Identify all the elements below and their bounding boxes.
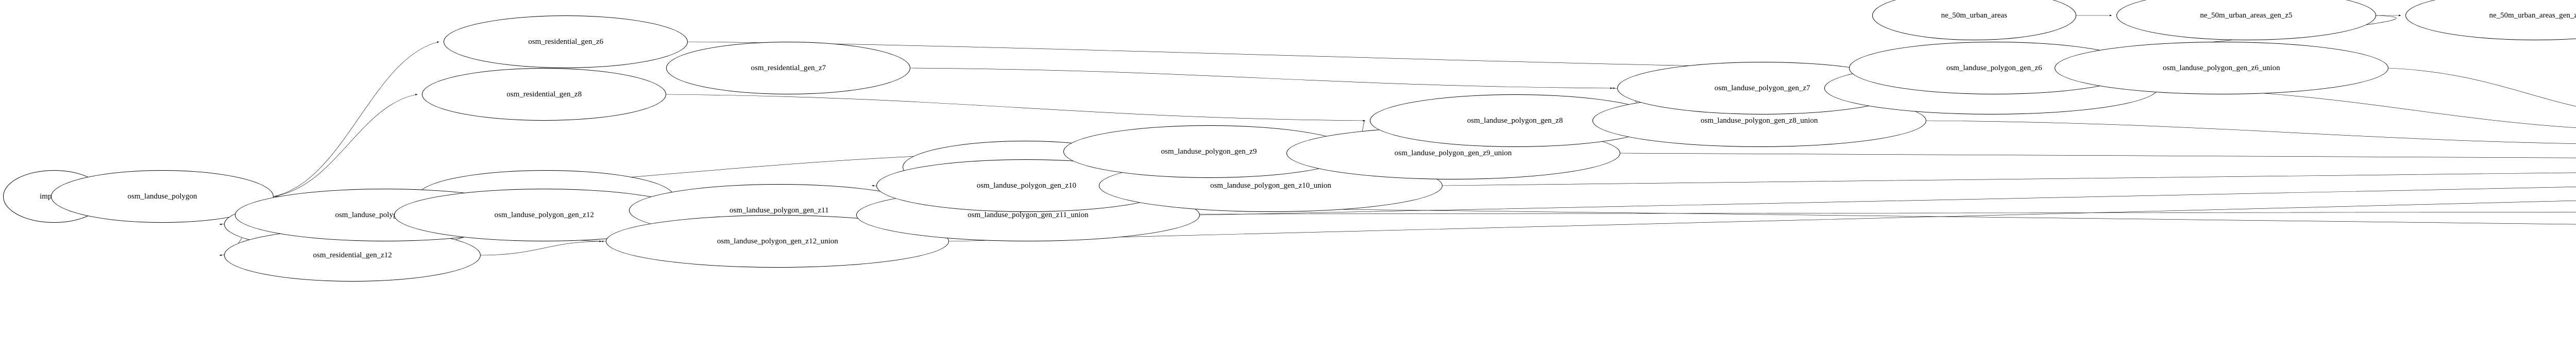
graph-edge	[1620, 153, 2576, 158]
graph-node-ne_50m_urban_areas_gen_z5[interactable]: ne_50m_urban_areas_gen_z5	[2116, 0, 2376, 40]
graph-node-label: ne_50m_urban_areas	[1941, 11, 2007, 20]
graph-node-label: osm_landuse_polygon	[127, 192, 197, 201]
graph-edge	[1926, 121, 2576, 145]
graph-node-osm_residential_gen_z6[interactable]: osm_residential_gen_z6	[444, 15, 688, 68]
graph-node-label: osm_landuse_polygon_gen_z7	[1714, 84, 1810, 92]
graph-edge	[910, 68, 1613, 91]
graph-node-label: osm_residential_gen_z12	[313, 251, 392, 259]
graph-node-label: osm_landuse_polygon_gen_z11_union	[968, 210, 1089, 219]
graph-node-osm_landuse_polygon_gen_z6[interactable]: osm_landuse_polygon_gen_z6	[1849, 42, 2140, 94]
graph-node-label: osm_landuse_polygon_gen_z9_union	[1394, 149, 1512, 157]
graph-node-label: osm_landuse_polygon_gen_z10_union	[1210, 181, 1331, 190]
graph-edge	[2388, 68, 2576, 118]
graph-node-osm_landuse_polygon_gen_z8[interactable]: osm_landuse_polygon_gen_z8	[1369, 94, 1660, 147]
graph-node-osm_residential_gen_z8[interactable]: osm_residential_gen_z8	[422, 68, 667, 121]
graph-edge	[274, 41, 440, 196]
graph-node-label: osm_landuse_polygon_gen_z9	[1161, 147, 1257, 156]
graph-node-osm_landuse_polygon_gen_z9_union[interactable]: osm_landuse_polygon_gen_z9_union	[1286, 127, 1620, 179]
graph-node-label: osm_landuse_polygon_gen_z12_union	[717, 237, 838, 245]
graph-node-label: ne_50m_urban_areas_gen_z5	[2200, 11, 2293, 20]
graph-node-label: ne_50m_urban_areas_gen_z4	[2489, 11, 2576, 20]
graph-node-ne_50m_urban_areas[interactable]: ne_50m_urban_areas	[1872, 0, 2076, 40]
graph-edge	[274, 93, 418, 196]
graph-node-osm_residential_gen_z7[interactable]: osm_residential_gen_z7	[666, 42, 911, 94]
graph-node-label: osm_landuse_polygon_gen_z6_union	[2163, 63, 2280, 72]
graph-node-label: osm_landuse_polygon_gen_z12	[494, 210, 594, 219]
graph-node-label: osm_landuse_polygon_gen_z8_union	[1700, 116, 1818, 125]
graph-node-label: osm_landuse_polygon_gen_z11	[729, 206, 829, 215]
graph-edge	[481, 239, 602, 255]
graph-edge	[2158, 88, 2576, 131]
graph-node-osm_landuse_polygon_gen_z12_union[interactable]: osm_landuse_polygon_gen_z12_union	[606, 215, 950, 268]
graph-edge	[666, 94, 1366, 123]
graph-edge	[1443, 172, 2576, 186]
graph-node-osm_landuse_polygon_gen_z6_union[interactable]: osm_landuse_polygon_gen_z6_union	[2054, 42, 2388, 94]
graph-node-label: osm_landuse_polygon_gen_z10	[976, 181, 1077, 190]
graph-node-label: osm_residential_gen_z6	[528, 37, 604, 46]
graph-node-label: osm_residential_gen_z8	[506, 90, 582, 98]
graph-node-label: osm_residential_gen_z7	[751, 63, 826, 72]
graph-node-label: osm_landuse_polygon_gen_z6	[1946, 63, 2042, 72]
graph-node-label: osm_landuse_polygon_gen_z8	[1467, 116, 1563, 125]
